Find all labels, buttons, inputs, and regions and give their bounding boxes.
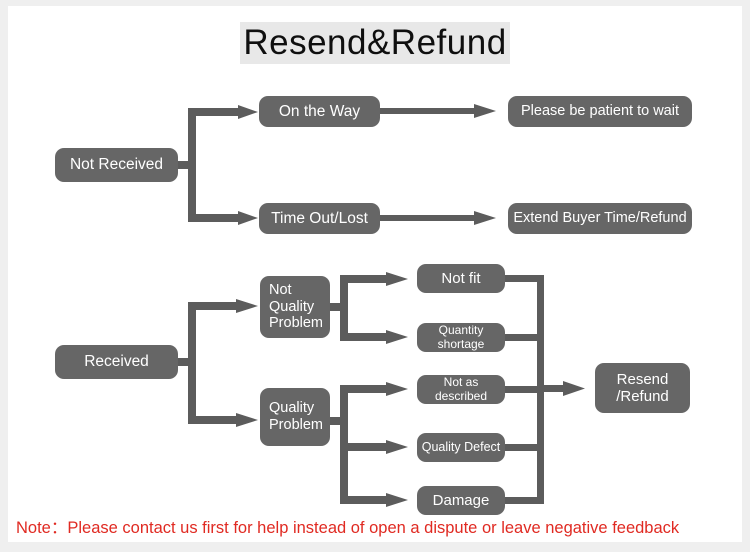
flowchart-canvas: [8, 6, 742, 542]
node-not-fit[interactable]: Not fit: [417, 264, 505, 293]
connector-quality-stub: [330, 417, 348, 425]
connector-arm-not-fit: [340, 275, 382, 283]
node-damage[interactable]: Damage: [417, 486, 505, 515]
arrow-head-time-out: [238, 211, 258, 225]
node-quality-defect[interactable]: Quality Defect: [417, 433, 505, 462]
connector-arm-not-as-described: [340, 385, 382, 393]
connector-shaft-not-quality: [224, 302, 242, 310]
connector-quality-spine: [340, 385, 348, 500]
connector-arm-time-out: [188, 214, 230, 222]
node-quality-problem[interactable]: Quality Problem: [260, 388, 330, 446]
node-quantity-shortage[interactable]: Quantity shortage: [417, 323, 505, 352]
node-not-as-described[interactable]: Not as described: [417, 375, 505, 404]
connector-shaft-time-out: [224, 214, 244, 222]
connector-shaft-extend-buyer: [380, 215, 480, 221]
node-resend-refund[interactable]: Resend /Refund: [595, 363, 690, 413]
connector-arm-quantity-shortage: [340, 333, 382, 341]
connector-shaft-damage: [376, 496, 392, 504]
connector-shaft-resend-refund: [537, 385, 571, 392]
connector-merge-not-fit: [503, 275, 543, 282]
connector-received-spine: [188, 302, 196, 424]
connector-not-quality-stub: [330, 303, 348, 311]
connector-arm-not-quality: [188, 302, 230, 310]
connector-not-received-spine: [188, 108, 196, 222]
footer-note: Note：Please contact us first for help in…: [16, 519, 680, 537]
connector-merge-quality-defect: [503, 444, 543, 451]
node-not-quality-problem[interactable]: Not Quality Problem: [260, 276, 330, 338]
node-received[interactable]: Received: [55, 345, 178, 379]
arrow-head-not-fit: [386, 272, 408, 286]
arrow-head-patient-wait: [474, 104, 496, 118]
connector-shaft-not-as-described: [376, 385, 392, 393]
connector-arm-quality: [188, 416, 230, 424]
connector-arm-quality-defect: [340, 443, 382, 451]
connector-merge-quantity-shortage: [503, 334, 543, 341]
connector-shaft-quality: [224, 416, 242, 424]
arrow-head-damage: [386, 493, 408, 507]
arrow-head-not-quality: [236, 299, 258, 313]
arrow-head-extend-buyer: [474, 211, 496, 225]
connector-shaft-quantity-shortage: [376, 333, 392, 341]
connector-arm-damage: [340, 496, 382, 504]
connector-shaft-on-the-way: [224, 108, 244, 116]
arrow-head-not-as-described: [386, 382, 408, 396]
connector-merge-not-as-described: [503, 386, 543, 393]
arrow-head-on-the-way: [238, 105, 258, 119]
connector-not-received-stub: [178, 161, 196, 169]
connector-shaft-not-fit: [376, 275, 392, 283]
node-on-the-way[interactable]: On the Way: [259, 96, 380, 127]
connector-merge-damage: [503, 497, 543, 504]
arrow-head-resend-refund: [563, 381, 585, 396]
connector-received-stub: [178, 358, 196, 366]
connector-shaft-patient-wait: [380, 108, 480, 114]
page-title: Resend&Refund: [240, 22, 510, 64]
node-not-received[interactable]: Not Received: [55, 148, 178, 182]
arrow-head-quality: [236, 413, 258, 427]
connector-arm-on-the-way: [188, 108, 230, 116]
node-time-out-lost[interactable]: Time Out/Lost: [259, 203, 380, 234]
node-extend-buyer-time-refund[interactable]: Extend Buyer Time/Refund: [508, 203, 692, 234]
arrow-head-quantity-shortage: [386, 330, 408, 344]
connector-not-quality-spine: [340, 275, 348, 341]
arrow-head-quality-defect: [386, 440, 408, 454]
connector-shaft-quality-defect: [376, 443, 392, 451]
node-please-be-patient-to-wait[interactable]: Please be patient to wait: [508, 96, 692, 127]
